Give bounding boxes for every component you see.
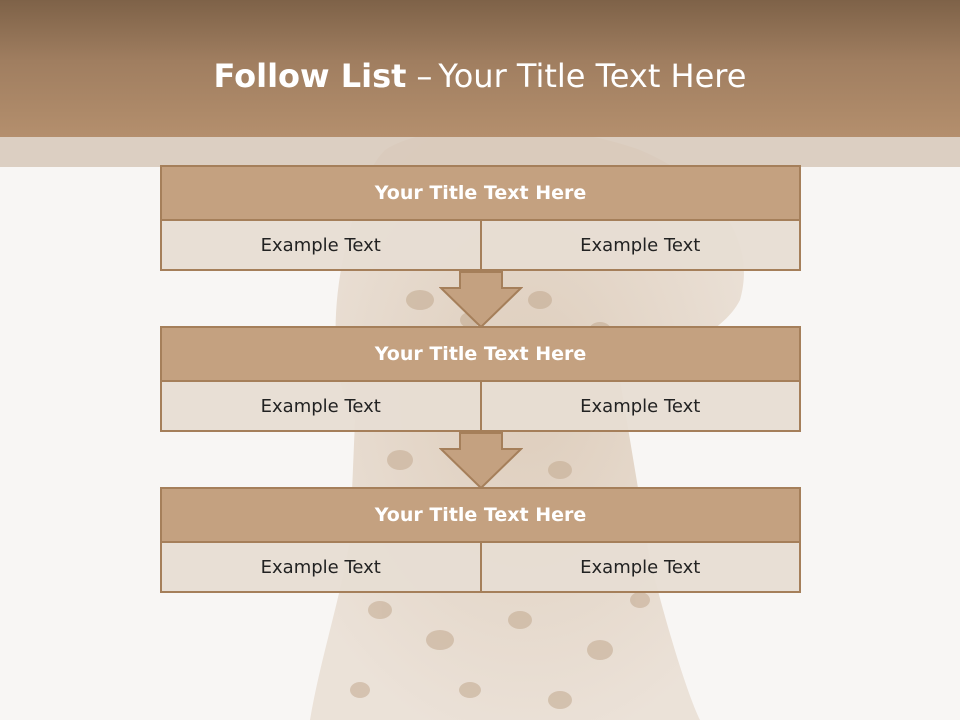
slide-title-rest: Your Title Text Here bbox=[438, 57, 747, 95]
slide-title-bold: Follow List bbox=[213, 57, 407, 95]
slide-title-separator: – bbox=[416, 57, 433, 95]
flow-block: Your Title Text Here Example Text Exampl… bbox=[160, 487, 801, 593]
flow-block-title: Your Title Text Here bbox=[160, 487, 801, 543]
header-band bbox=[0, 137, 960, 167]
header-bar bbox=[0, 0, 960, 137]
flow-block-cell: Example Text bbox=[160, 382, 482, 432]
flow-block-row: Example Text Example Text bbox=[160, 543, 801, 593]
down-arrow-icon bbox=[439, 271, 523, 329]
flow-block-title: Your Title Text Here bbox=[160, 326, 801, 382]
flow-block-cell: Example Text bbox=[481, 382, 801, 432]
flow-block-cell: Example Text bbox=[481, 221, 801, 271]
down-arrow-icon bbox=[439, 432, 523, 490]
flow-block-cell: Example Text bbox=[160, 543, 482, 593]
flow-block-row: Example Text Example Text bbox=[160, 221, 801, 271]
flow-block: Your Title Text Here Example Text Exampl… bbox=[160, 165, 801, 271]
flow-block-row: Example Text Example Text bbox=[160, 382, 801, 432]
slide-title: Follow List–Your Title Text Here bbox=[0, 52, 960, 100]
flow-block-title: Your Title Text Here bbox=[160, 165, 801, 221]
flow-block-cell: Example Text bbox=[160, 221, 482, 271]
flow-block-cell: Example Text bbox=[481, 543, 801, 593]
flow-block: Your Title Text Here Example Text Exampl… bbox=[160, 326, 801, 432]
